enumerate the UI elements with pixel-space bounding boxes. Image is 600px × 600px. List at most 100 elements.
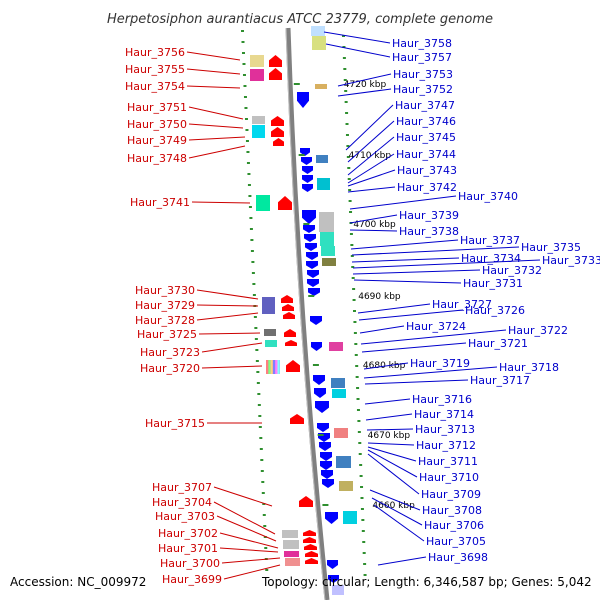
gene-block: [343, 511, 357, 524]
position-tick: [361, 519, 365, 521]
position-tick: [351, 266, 355, 268]
right-gene-label: Haur_3716: [412, 393, 472, 406]
gene-block: [329, 342, 343, 351]
reverse-gene-arrow: [307, 270, 319, 278]
right-gene-label: Haur_3735: [521, 241, 581, 254]
position-tick: [355, 365, 359, 367]
left-leader-line: [196, 312, 259, 321]
left-gene-label: Haur_3720: [140, 362, 200, 375]
position-tick: [346, 156, 350, 158]
position-tick: [248, 206, 252, 208]
position-tick: [254, 338, 258, 340]
reverse-gene-arrow: [320, 452, 332, 461]
gene-block: [283, 540, 299, 549]
genome-backbone-highlight: [285, 27, 326, 600]
forward-gene-arrow: [284, 329, 296, 337]
left-leader-line: [186, 51, 241, 61]
position-tick: [352, 299, 356, 301]
forward-gene-arrow: [303, 537, 316, 543]
position-tick: [252, 283, 256, 285]
gene-block: [334, 428, 348, 438]
right-leader-line: [337, 88, 392, 97]
left-gene-label: Haur_3728: [135, 314, 195, 327]
left-leader-line: [186, 68, 241, 75]
gene-block: [252, 125, 265, 138]
right-gene-label: Haur_3709: [421, 488, 481, 501]
position-tick: [265, 569, 269, 571]
left-gene-label: Haur_3751: [127, 101, 187, 114]
position-tick: [252, 294, 256, 296]
gene-block: [285, 558, 300, 566]
right-gene-label: Haur_3732: [482, 264, 542, 277]
forward-gene-arrow: [269, 55, 282, 67]
position-tick: [258, 426, 262, 428]
position-tick: [362, 552, 366, 554]
left-gene-label: Haur_3725: [137, 328, 197, 341]
reverse-gene-arrow: [327, 560, 338, 569]
right-leader-line: [337, 73, 392, 87]
reverse-gene-arrow: [322, 479, 334, 488]
reverse-gene-arrow: [310, 316, 322, 325]
position-tick: [357, 431, 361, 433]
position-tick: [355, 376, 359, 378]
left-leader-line: [219, 547, 279, 553]
gene-block: [332, 585, 344, 595]
left-leader-line: [188, 106, 244, 120]
gene-block-stripe: [277, 360, 280, 374]
right-leader-line: [325, 43, 391, 58]
right-leader-line: [365, 413, 413, 421]
reverse-gene-arrow: [303, 225, 315, 233]
position-tick: [360, 486, 364, 488]
gene-block: [320, 232, 334, 246]
gene-block: [321, 246, 335, 256]
right-leader-line: [357, 303, 431, 314]
reverse-gene-arrow: [297, 92, 309, 108]
forward-gene-arrow: [305, 551, 318, 557]
position-tick: [351, 277, 355, 279]
accession-text: Accession: NC_009972: [10, 575, 146, 589]
tick-marks: [241, 30, 367, 576]
right-leader-line: [367, 442, 415, 446]
position-tick: [241, 52, 245, 54]
reverse-gene-arrow: [314, 388, 326, 398]
left-gene-label: Haur_3756: [125, 46, 185, 59]
position-tick: [259, 448, 263, 450]
right-gene-label: Haur_3727: [432, 298, 492, 311]
position-tick: [356, 398, 360, 400]
left-leader-line: [201, 342, 263, 353]
position-tick: [256, 371, 260, 373]
left-leader-line: [201, 365, 263, 369]
gene-block: [284, 551, 299, 557]
position-tick: [356, 409, 360, 411]
gene-block: [317, 178, 330, 190]
gene-block: [319, 212, 334, 232]
left-leader-line: [188, 145, 246, 159]
right-gene-label: Haur_3743: [397, 164, 457, 177]
right-leader-line: [360, 329, 507, 345]
left-gene-label: Haur_3701: [158, 542, 218, 555]
position-tick: [344, 90, 348, 92]
right-leader-line: [349, 229, 398, 232]
position-tick: [249, 217, 253, 219]
left-leader-line: [196, 304, 259, 307]
right-leader-line: [347, 169, 396, 187]
left-gene-label: Haur_3749: [127, 134, 187, 147]
right-gene-label: Haur_3758: [392, 37, 452, 50]
right-gene-label: Haur_3712: [416, 439, 476, 452]
reverse-gene-arrow: [301, 157, 312, 165]
left-leader-line: [191, 201, 251, 204]
reverse-gene-arrow: [319, 442, 331, 451]
left-gene-label: Haur_3723: [140, 346, 200, 359]
left-gene-label: Haur_3741: [130, 196, 190, 209]
forward-gene-arrow: [282, 304, 294, 311]
position-tick: [354, 343, 358, 345]
left-leader-line: [213, 486, 273, 507]
forward-gene-arrow: [269, 68, 282, 80]
right-gene-label: Haur_3745: [396, 131, 456, 144]
position-tick: [259, 437, 263, 439]
reverse-gene-arrow: [311, 342, 322, 351]
left-gene-label: Haur_3702: [158, 527, 218, 540]
position-tick: [346, 145, 350, 147]
gene-block: [252, 116, 265, 124]
